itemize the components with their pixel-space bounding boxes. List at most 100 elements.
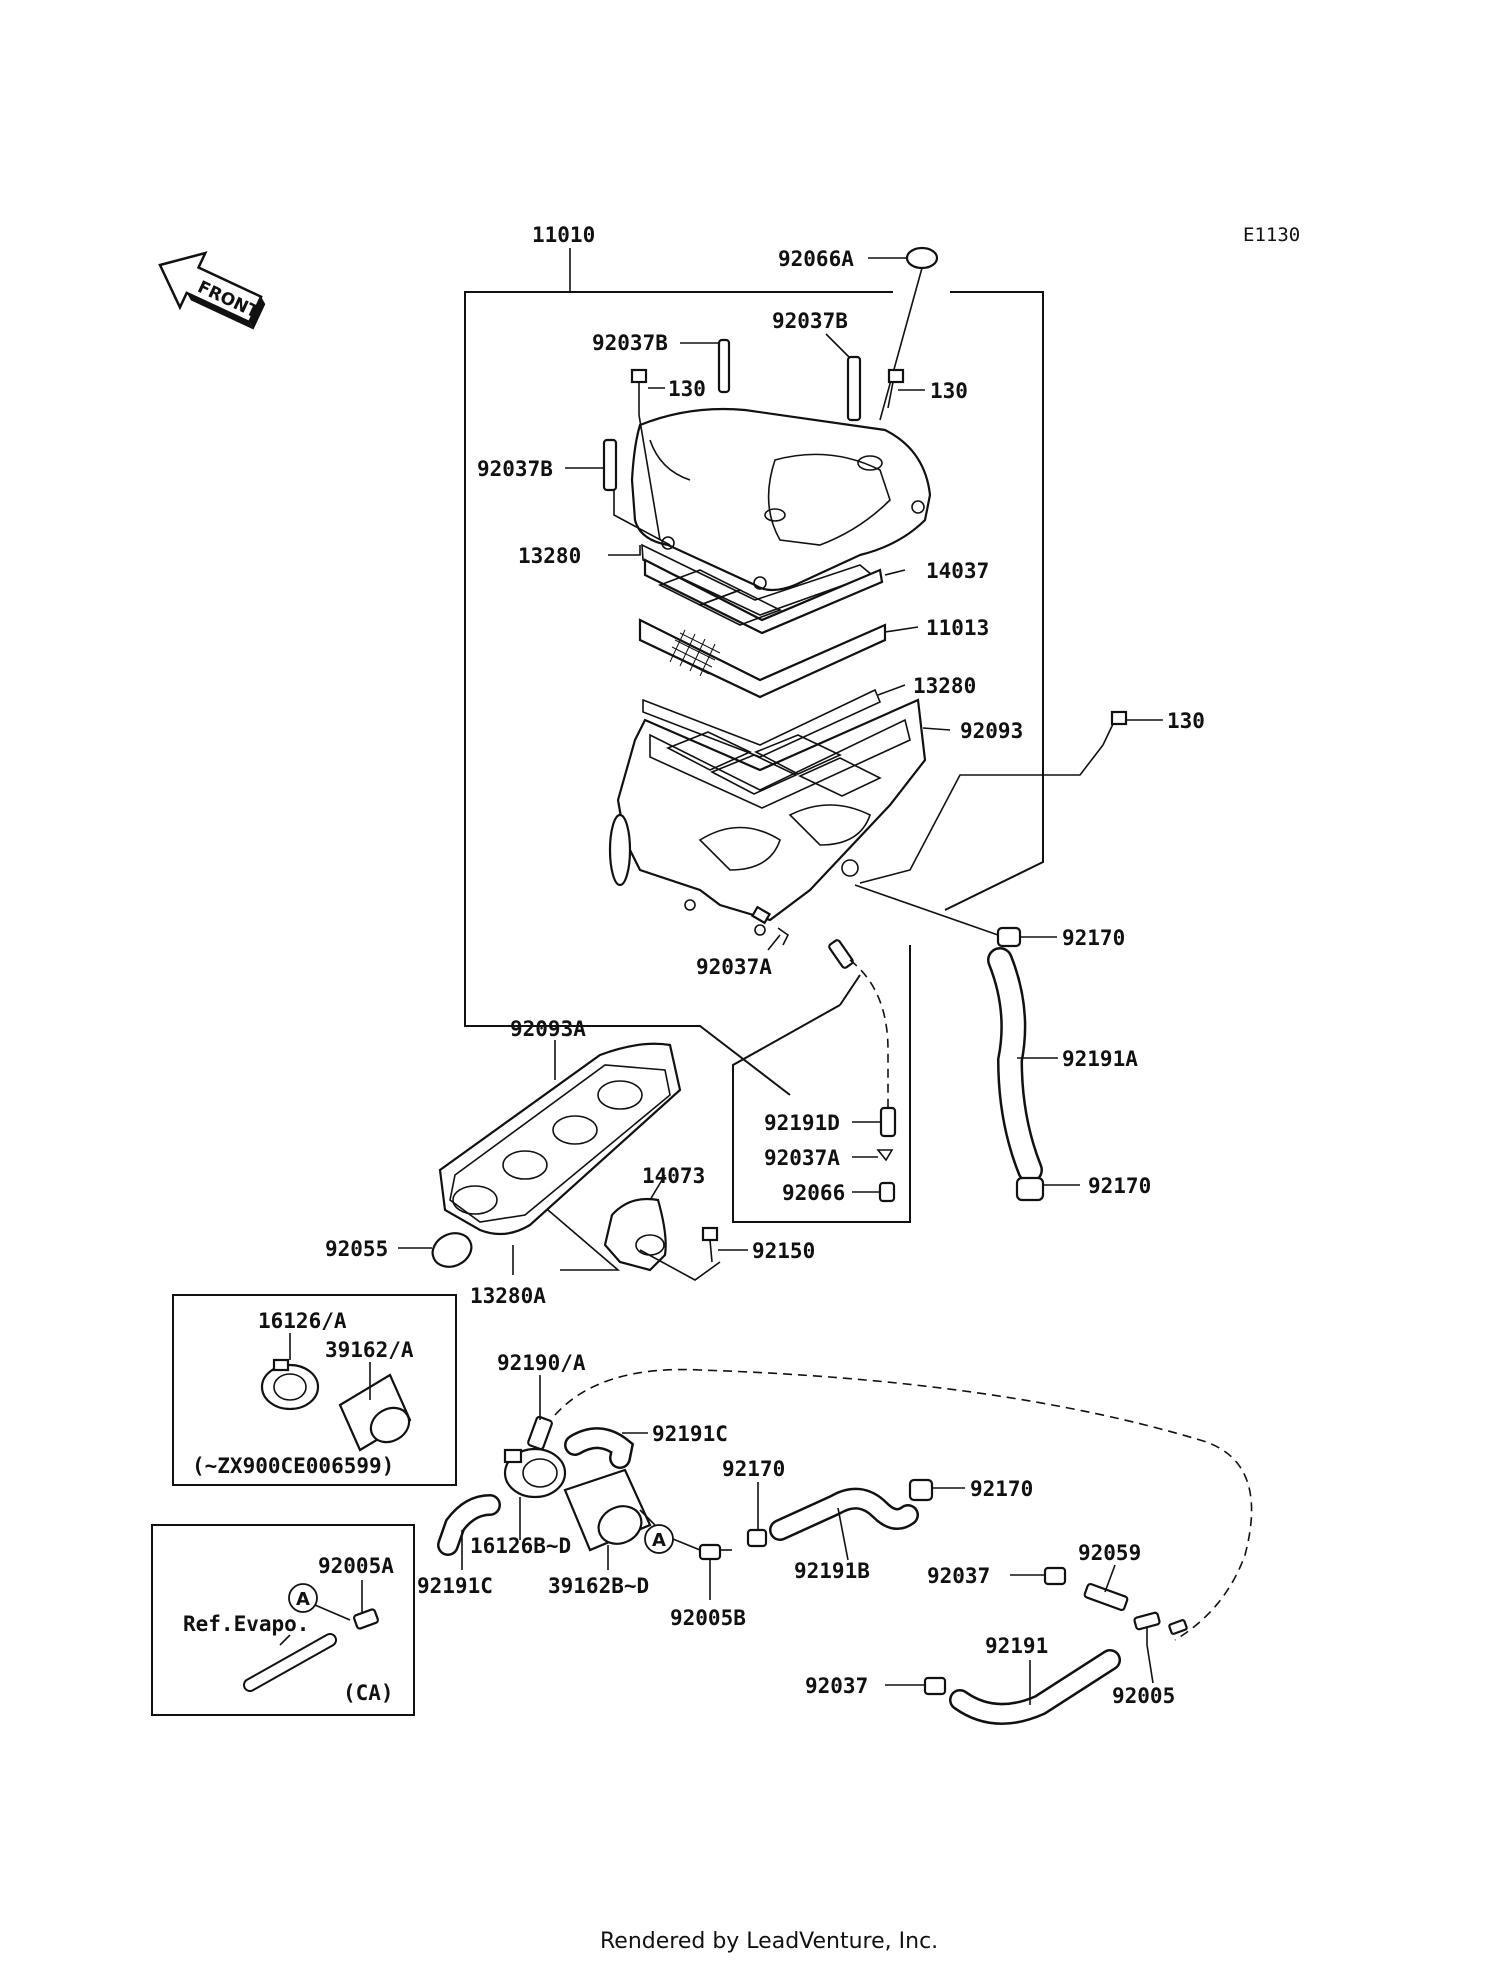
callout-92150: 92150 [752,1239,815,1263]
callout-92059: 92059 [1078,1541,1141,1565]
hose-92191A [987,947,1058,1183]
callout-92191C-b: 92191C [417,1574,493,1598]
clamp-92170-d [908,1478,965,1502]
plug-92037B-a [680,338,731,394]
joint-16126BD [503,1447,567,1540]
hose-92191B [769,1487,919,1561]
sub-frame-lower [732,945,911,1223]
leader-11013 [884,626,919,633]
callout-92093: 92093 [960,719,1023,743]
callout-13280A: 13280A [470,1284,546,1308]
callout-92005: 92005 [1112,1684,1175,1708]
svg-text:A: A [296,1589,310,1610]
callout-11010: 11010 [532,223,595,247]
clip-92037A-upper [750,905,790,951]
callout-92170-c: 92170 [722,1457,785,1481]
callout-11013: 11013 [926,616,989,640]
elbow-92191C-upper [564,1427,648,1469]
holder-92093A [438,1040,682,1236]
callout-92191D: 92191D [764,1111,840,1135]
bolt-130-c [859,710,1163,884]
callout-92037A-a: 92037A [696,955,772,979]
plug-92037B-c [565,438,671,546]
inset1-note: (~ZX900CE006599) [192,1454,394,1478]
fitting-92005A [353,1580,379,1630]
duct-14073 [547,1174,667,1272]
callout-39162BD: 39162B~D [548,1574,649,1598]
element-14037 [643,558,884,635]
callout-130-c: 130 [1167,709,1205,733]
bolt-92150 [639,1226,748,1281]
callout-14073: 14073 [642,1164,705,1188]
callout-14037: 14037 [926,559,989,583]
diagram-code: E1130 [1243,224,1300,246]
leader-13280-middle [877,684,906,696]
callout-92037B-b: 92037B [772,309,848,333]
callout-39162A: 39162/A [325,1338,414,1362]
element-11013 [638,618,887,699]
hose-92190A [527,1368,1253,1641]
callout-92191B: 92191B [794,1559,870,1583]
callout-130-b: 130 [930,379,968,403]
plug-92037B-b [825,333,862,422]
air-cleaner-housing [608,698,927,936]
clamp-92170-a [854,884,1057,948]
clamp-92037-b [885,1676,947,1696]
hose-evapo [243,1633,337,1692]
callout-92191A: 92191A [1062,1047,1138,1071]
callout-92066A: 92066A [778,247,854,271]
footer-credit: Rendered by LeadVenture, Inc. [600,1929,938,1954]
callout-130-a: 130 [668,377,706,401]
air-cleaner-cover [630,407,932,592]
duct-39162BD [563,1468,661,1570]
leader-92093 [922,727,951,731]
callout-92191: 92191 [985,1634,1048,1658]
duct-39162A [338,1362,412,1452]
joint-16126A [260,1333,320,1411]
oring-92055 [398,1232,473,1268]
bolt-130-b [887,368,925,409]
callout-92005B: 92005B [670,1606,746,1630]
callout-92037-a: 92037 [927,1564,990,1588]
callout-92170-b: 92170 [1088,1174,1151,1198]
svg-text:A: A [652,1530,666,1551]
callout-92005A: 92005A [318,1554,394,1578]
callout-16126BD: 16126B~D [470,1534,571,1558]
marker-a-circle-2: A [288,1583,351,1621]
callout-92066: 92066 [782,1181,845,1205]
inset-early-model [172,1294,457,1486]
cap-92066A [868,246,939,421]
clamp-92170-c [746,1482,768,1548]
callout-16126A: 16126/A [258,1309,347,1333]
marker-a-circle-1: A [644,1524,701,1554]
inset2-note: (CA) [343,1681,394,1705]
callout-92170-a: 92170 [1062,926,1125,950]
callout-13280-b: 13280 [913,674,976,698]
callout-92055: 92055 [325,1237,388,1261]
callout-92037B-a: 92037B [592,331,668,355]
ref-evapo-label: Ref.Evapo. [183,1612,309,1636]
callout-13280-a: 13280 [518,544,581,568]
leader-14037 [884,569,906,576]
elbow-92191C-lower [437,1494,501,1570]
callout-92037-b: 92037 [805,1674,868,1698]
front-arrow-icon: FRONT [158,251,266,330]
fitting-92066 [852,1181,896,1203]
assembly-frame-11010 [464,248,1044,1096]
gasket-13280-middle [642,688,882,758]
clip-92037A-lower [852,1149,894,1162]
callout-92093A: 92093A [510,1017,586,1041]
fitting-92005B [698,1543,732,1600]
callout-92037A-b: 92037A [764,1146,840,1170]
fitting-92005 [1133,1611,1188,1684]
inset-california: A [151,1524,415,1716]
tube-92191D [828,939,897,1138]
callout-92190A: 92190/A [497,1351,586,1375]
callout-92037B-c: 92037B [477,457,553,481]
leader-13280-upper [608,545,641,556]
bolt-130-a [630,368,665,541]
callout-92170-d: 92170 [970,1477,1033,1501]
clamp-92037-a [1010,1566,1067,1586]
hose-92191 [949,1649,1121,1725]
